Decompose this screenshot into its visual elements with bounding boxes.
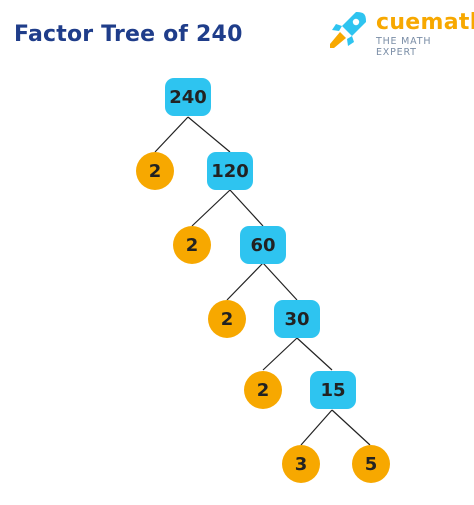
edge-240-2 xyxy=(154,116,189,153)
edge-120-60 xyxy=(229,189,264,227)
page-title: Factor Tree of 240 xyxy=(14,22,243,47)
node-prime-2-level4: 2 xyxy=(244,371,282,409)
node-prime-2-level3: 2 xyxy=(208,300,246,338)
brand-name: cuemath xyxy=(376,10,474,35)
edge-30-15 xyxy=(296,337,333,371)
edge-120-2 xyxy=(191,189,231,227)
cuemath-logo: cuemath THE MATH EXPERT xyxy=(326,8,474,58)
rocket-icon xyxy=(330,12,366,48)
node-60: 60 xyxy=(240,226,286,264)
edge-15-5 xyxy=(331,409,371,446)
brand-tagline: THE MATH EXPERT xyxy=(376,36,432,58)
node-15: 15 xyxy=(310,371,356,409)
edge-240-120 xyxy=(187,116,231,153)
node-120: 120 xyxy=(207,152,253,190)
node-30: 30 xyxy=(274,300,320,338)
node-prime-5: 5 xyxy=(352,445,390,483)
edge-60-2 xyxy=(226,262,264,301)
node-prime-2-level1: 2 xyxy=(136,152,174,190)
edge-60-30 xyxy=(262,262,298,301)
node-prime-2-level2: 2 xyxy=(173,226,211,264)
node-prime-3: 3 xyxy=(282,445,320,483)
edge-30-2 xyxy=(262,337,298,371)
edge-15-3 xyxy=(300,409,333,446)
node-240: 240 xyxy=(165,78,211,116)
